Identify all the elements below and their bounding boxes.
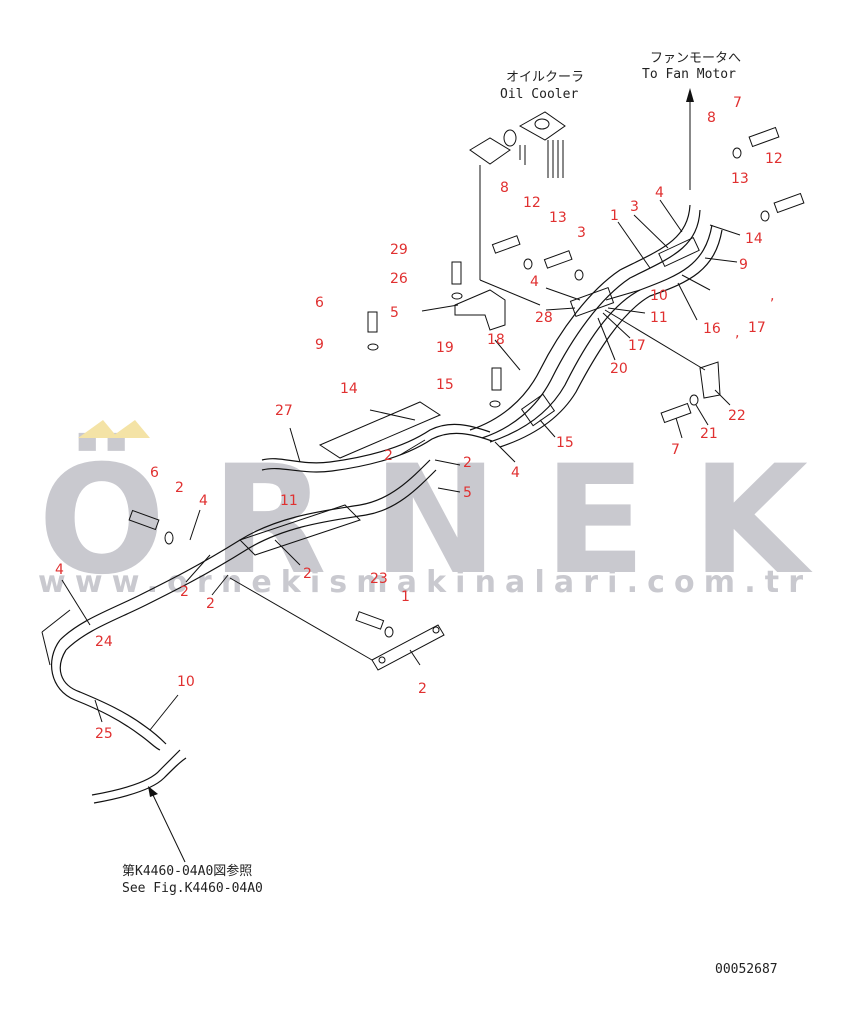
protector-sleeve-15 [318,401,442,459]
part-label: 15 [556,435,574,451]
part-label: 21 [700,426,718,442]
part-label: 13 [731,171,749,187]
part-label: 14 [745,231,763,247]
document-number: 00052687 [715,962,778,977]
oil-cooler-caption-jp: オイルクーラ [506,70,584,85]
lower-hose [51,459,437,804]
mid-hose [261,401,493,473]
watermark-accent-left [78,420,118,438]
part-label: 2 [175,480,184,496]
part-label: 12 [765,151,783,167]
watermark: ÖRNEK www.ornekismakinalari.com.tr [38,420,813,608]
part-label: 2 [206,596,215,612]
part-label: 12 [523,195,541,211]
part-label: 4 [511,465,520,481]
part-label: 2 [180,584,189,600]
reference-caption-en: See Fig.K4460-04A0 [122,881,263,896]
part-label: 24 [95,634,113,650]
part-label: 6 [315,295,324,311]
part-label: 20 [610,361,628,377]
part-label: 1 [401,589,410,605]
part-label: 27 [275,403,293,419]
part-label: 8 [707,110,716,126]
oil-cooler-caption-en: Oil Cooler [500,87,578,102]
part-label: 7 [733,95,742,111]
fan-motor-arrow [686,88,694,190]
protector-sleeve-2 [239,504,361,556]
fan-motor-caption-en: To Fan Motor [642,67,736,82]
bolts [128,126,805,638]
part-label: , [735,325,739,341]
part-label: 5 [463,485,472,501]
part-label: 1 [610,208,619,224]
part-label: 2 [463,455,472,471]
part-label: 16 [703,321,721,337]
part-number-labels: 7812413311491011161720222178121334282926… [55,95,783,742]
part-label: 6 [150,465,159,481]
part-label: 29 [390,242,408,258]
part-label: 25 [95,726,113,742]
part-label: 15 [436,377,454,393]
part-label: 26 [390,271,408,287]
watermark-accent-right [110,420,150,438]
reference-caption-jp: 第K4460-04A0図参照 [122,863,252,879]
part-label: 8 [500,180,509,196]
part-label: 28 [535,310,553,326]
leader-lines [41,199,741,731]
part-label: 5 [390,305,399,321]
part-label: 2 [384,448,393,464]
part-label: 23 [370,571,388,587]
part-label: 22 [728,408,746,424]
part-label: 17 [628,338,646,354]
part-label: 2 [303,566,312,582]
part-label: 11 [280,493,298,509]
part-label: 13 [549,210,567,226]
oil-cooler-fitting [469,111,566,178]
part-label: 3 [630,199,639,215]
plate-23 [229,577,445,671]
upper-hose-bundle [469,204,723,448]
part-label: 4 [199,493,208,509]
part-label: 3 [577,225,586,241]
part-label: 4 [530,274,539,290]
part-label: 19 [436,340,454,356]
bracket-26 [454,165,541,331]
part-label: , [770,288,774,304]
part-label: 10 [650,288,668,304]
part-label: 9 [739,257,748,273]
part-label: 2 [418,681,427,697]
part-label: 14 [340,381,358,397]
reference-arrow [148,786,186,863]
part-label: 7 [671,442,680,458]
part-label: 4 [655,185,664,201]
part-label: 17 [748,320,766,336]
fan-motor-caption-jp: ファンモータへ [650,51,741,66]
part-label: 18 [487,332,505,348]
part-label: 9 [315,337,324,353]
part-label: 11 [650,310,668,326]
part-label: 4 [55,562,64,578]
part-label: 10 [177,674,195,690]
